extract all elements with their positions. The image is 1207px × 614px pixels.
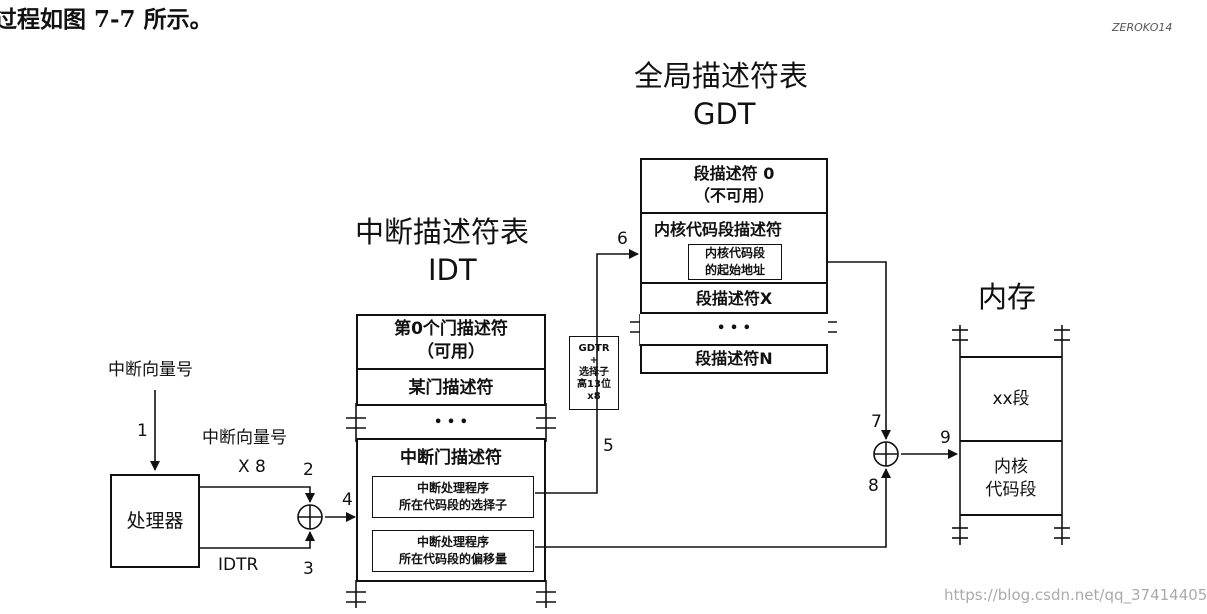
processor-box: 处理器 [110,474,200,568]
gdtr-box: GDTR + 选择子 高13位 x8 [569,336,619,410]
step-5: 5 [603,436,614,456]
adder-circle-right [873,441,899,467]
gdt-kernel-code-desc: 内核代码段描述符 [654,220,783,239]
gdt-ellipsis: • • • [717,321,751,336]
gdt-kernel-base-line1: 内核代码段 [704,245,765,260]
x8-label: X 8 [238,457,266,477]
gdt-kernel-base-line2: 的起始地址 [704,263,765,277]
memory-kernel-line1: 内核 [994,457,1028,478]
vector-label-mid: 中断向量号 [202,428,287,448]
gdt-row-kernel-code: 内核代码段描述符 内核代码段 的起始地址 [640,214,828,284]
step-9: 9 [940,428,951,448]
step-2: 2 [303,460,314,480]
idt-selector-line1: 中断处理程序 [416,480,489,495]
memory-block: xx段 内核 代码段 [960,356,1062,516]
idt-row-interrupt-gate: 中断门描述符 中断处理程序 所在代码段的选择子 中断处理程序 所在代码段的偏移量 [356,438,546,582]
step-8: 8 [868,476,879,496]
idt-ellipsis: • • • [434,415,468,430]
header-text: 过程如图 7-7 所示。 [0,6,213,33]
step-7: 7 [871,412,882,432]
gdt-row-descriptor-0: 段描述符 0 （不可用） [640,158,828,214]
idt-offset-line2: 所在代码段的偏移量 [398,552,507,566]
memory-xx-segment: xx段 [960,358,1062,442]
idt-gate0-line2: （可用） [417,342,485,362]
idt-table: 第0个门描述符 （可用） 某门描述符 • • • 中断门描述符 中断处理程序 所… [356,314,546,582]
idt-selector-line2: 所在代码段的选择子 [398,498,507,512]
gdtr-line-5: x8 [587,391,601,402]
gdt-desc0-line1: 段描述符 0 [693,163,775,183]
memory-kernel-code-segment: 内核 代码段 [960,442,1062,516]
idt-offset-field: 中断处理程序 所在代码段的偏移量 [372,530,534,572]
gdtr-line-2: + [589,355,599,366]
idt-abbr: IDT [428,253,477,287]
idt-offset-line1: 中断处理程序 [416,534,489,549]
vector-label-top: 中断向量号 [108,360,193,380]
adder-circle-left [297,504,323,530]
gdt-abbr: GDT [693,97,756,131]
gdt-table: 段描述符 0 （不可用） 内核代码段描述符 内核代码段 的起始地址 段描述符X … [640,158,828,374]
gdtr-line-3: 选择子 [579,367,609,378]
idt-row-gate-0: 第0个门描述符 （可用） [356,314,546,370]
step-4: 4 [342,490,353,510]
gdt-row-descriptor-x: 段描述符X [695,289,773,308]
step-3: 3 [303,559,314,579]
gdt-desc0-line2: （不可用） [693,186,774,205]
memory-kernel-line2: 代码段 [985,480,1037,500]
watermark-bottom: https://blog.csdn.net/qq_37414405 [944,586,1207,604]
idtr-label: IDTR [218,555,259,575]
gdt-row-descriptor-n: 段描述符N [640,344,828,374]
processor-label: 处理器 [126,509,184,532]
idt-title: 中断描述符表 [355,215,530,249]
idt-row-some-gate: 某门描述符 [408,377,494,398]
memory-title: 内存 [978,280,1037,314]
gdtr-line-4: 高13位 [577,379,611,390]
gdt-kernel-base-address: 内核代码段 的起始地址 [688,244,782,280]
gdtr-line-1: GDTR [578,343,610,354]
watermark-top: ZEROKO14 [1112,21,1173,34]
step-6: 6 [617,229,628,249]
step-1: 1 [137,421,148,441]
idt-interrupt-gate-label: 中断门描述符 [400,448,502,468]
idt-gate0-line1: 第0个门描述符 [394,319,508,340]
idt-selector-field: 中断处理程序 所在代码段的选择子 [372,476,534,518]
gdt-title: 全局描述符表 [634,59,809,93]
